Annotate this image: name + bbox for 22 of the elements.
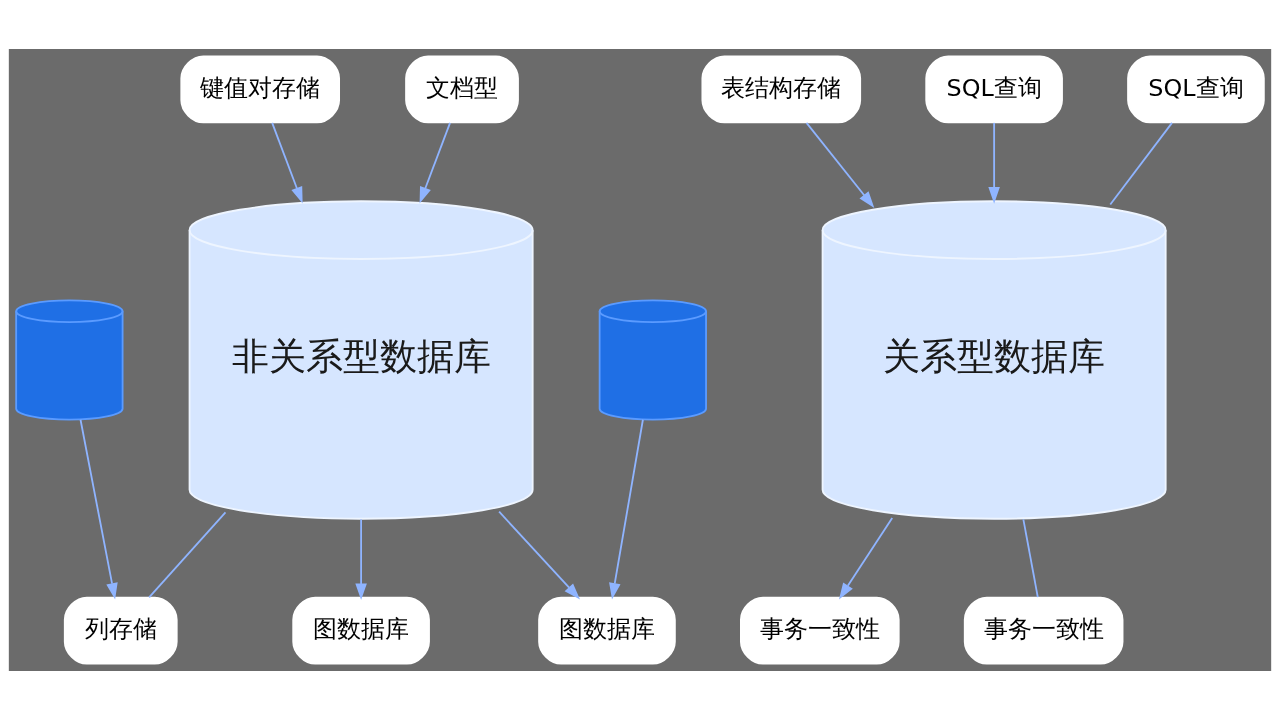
arrow xyxy=(838,517,894,600)
arrow xyxy=(805,121,875,208)
node-box: 键值对存储 xyxy=(180,55,340,124)
arrow xyxy=(419,121,451,204)
node-box: 图数据库 xyxy=(538,596,676,665)
arrow xyxy=(988,121,1000,204)
arrow xyxy=(271,121,303,204)
node-box: 文档型 xyxy=(405,55,519,124)
node-box: 表结构存储 xyxy=(701,55,862,124)
arrow xyxy=(609,418,644,600)
node-box: 列存储 xyxy=(63,596,178,665)
node-box: SQL查询 xyxy=(1127,55,1265,124)
arrow xyxy=(79,418,118,600)
node-box: 图数据库 xyxy=(292,596,430,665)
connector xyxy=(1109,121,1173,206)
connector xyxy=(1022,518,1039,599)
node-box: SQL查询 xyxy=(925,55,1063,124)
node-box: 事务一致性 xyxy=(963,596,1124,665)
arrow xyxy=(498,510,581,600)
node-box: 事务一致性 xyxy=(740,596,900,665)
arrow xyxy=(355,518,367,600)
connector xyxy=(148,511,227,599)
